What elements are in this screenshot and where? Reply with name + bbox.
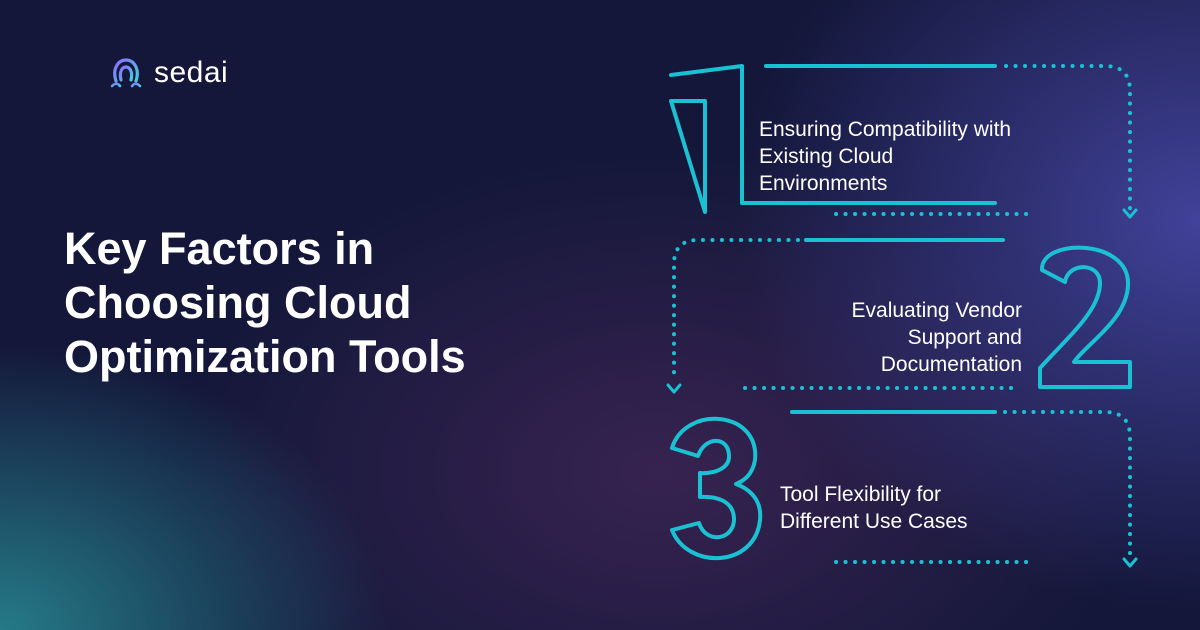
step-2-number: [1038, 245, 1132, 389]
sedai-logo-icon: [110, 58, 142, 88]
step-3-line-1: Tool Flexibility for: [780, 483, 942, 506]
step-1-line-1: Ensuring Compatibility with: [759, 118, 1012, 141]
step-1-label: Ensuring Compatibility with Existing Clo…: [759, 116, 1011, 197]
connector-1-dotted: [1004, 64, 1132, 212]
step-2-line-3: Documentation: [880, 353, 1022, 376]
step-2-label: Evaluating Vendor Support and Documentat…: [852, 297, 1022, 378]
title-line-1: Key Factors in: [64, 223, 375, 274]
step-1-line-2: Existing Cloud: [759, 145, 894, 168]
brand-logo: sedai: [108, 55, 228, 91]
page-title: Key Factors in Choosing Cloud Optimizati…: [64, 222, 466, 384]
brand-name: sedai: [154, 56, 229, 89]
step-2-line-2: Support and: [907, 326, 1022, 349]
title-line-3: Optimization Tools: [64, 331, 466, 382]
arrow-down-icon: [1122, 208, 1138, 219]
connector-3-dotted: [1003, 410, 1132, 560]
arrow-down-icon: [1122, 557, 1138, 568]
step-3-number: [670, 416, 763, 561]
step-1-number: [669, 64, 997, 214]
step-1-line-3: Environments: [759, 172, 888, 195]
step-3-line-2: Different Use Cases: [780, 510, 968, 533]
title-line-2: Choosing Cloud: [64, 277, 412, 328]
connector-2-dotted: [672, 238, 800, 382]
arrow-down-icon: [666, 383, 682, 394]
step-2-line-1: Evaluating Vendor: [851, 299, 1022, 322]
step-3-label: Tool Flexibility for Different Use Cases: [780, 481, 968, 535]
